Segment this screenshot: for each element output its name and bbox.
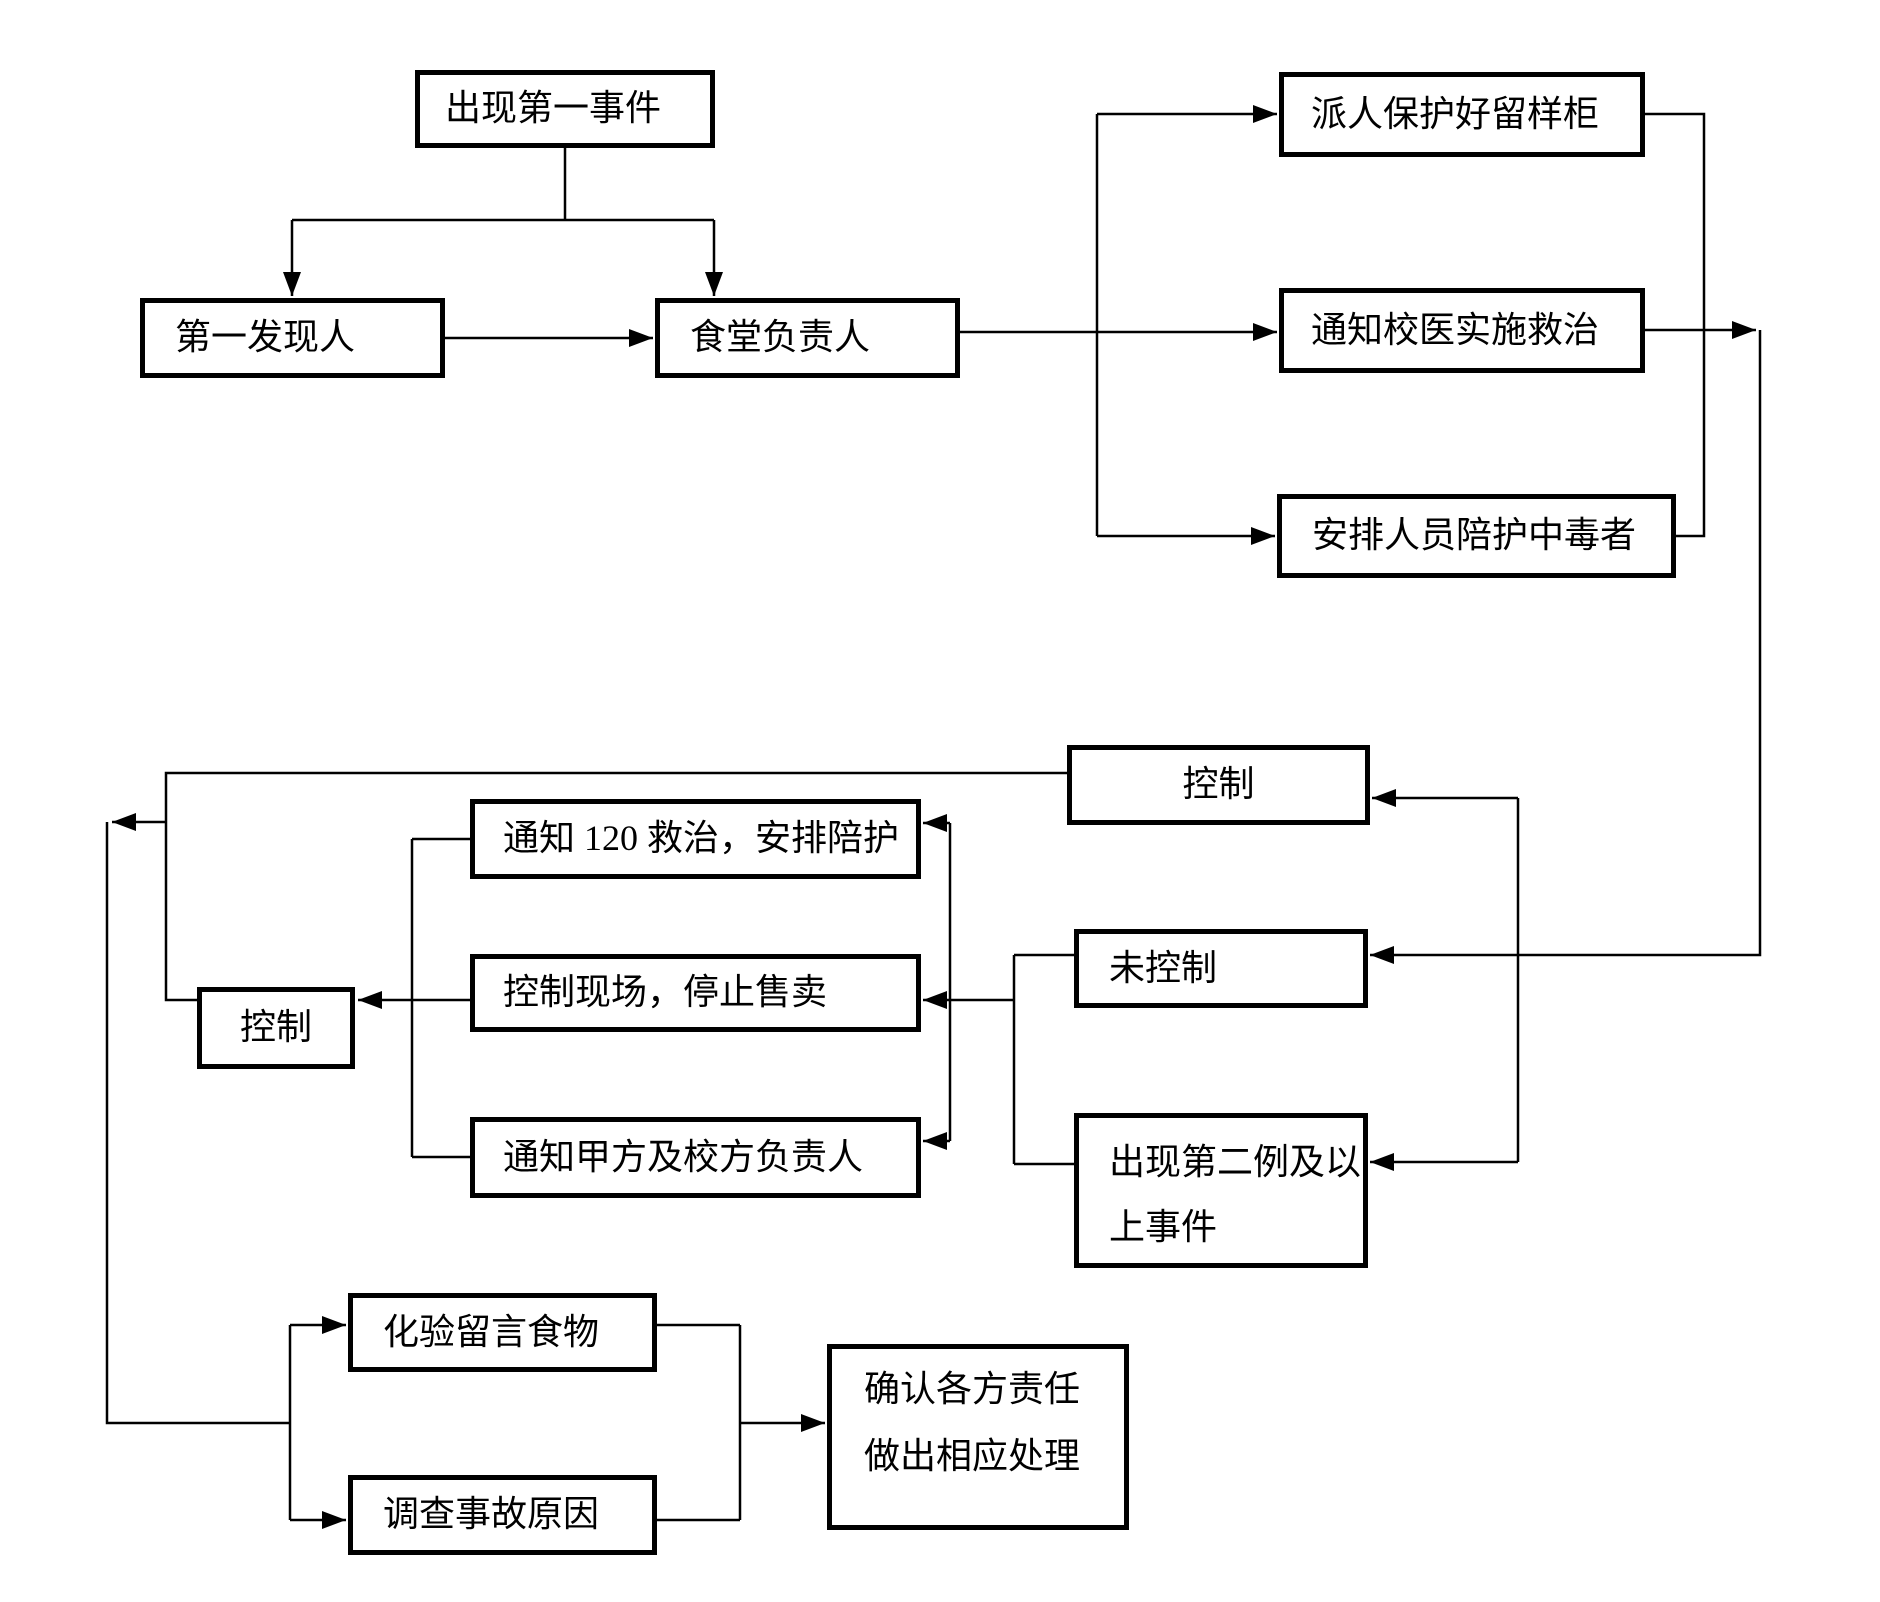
node-first-finder-label: 第一发现人	[175, 317, 356, 358]
node-first-finder: 第一发现人	[140, 298, 445, 378]
node-notify-120: 通知 120 救治，安排陪护	[470, 799, 921, 879]
node-investigate-cause: 调查事故原因	[348, 1475, 657, 1555]
node-canteen-manager: 食堂负责人	[655, 298, 960, 378]
node-start: 出现第一事件	[415, 70, 715, 148]
node-controlled-small-label: 控制	[239, 1007, 312, 1048]
node-controlled-small: 控制	[197, 987, 355, 1069]
node-start-label: 出现第一事件	[445, 88, 662, 129]
node-canteen-manager-label: 食堂负责人	[690, 317, 871, 358]
node-protect-samples: 派人保护好留样柜	[1279, 72, 1645, 157]
connector-collect-right	[1645, 112, 1706, 538]
node-confirm-resolution-line2: 做出相应处理	[864, 1436, 1081, 1477]
node-controlled: 控制	[1067, 745, 1370, 825]
node-accompany-victim-label: 安排人员陪护中毒者	[1312, 515, 1637, 556]
node-control-scene-label: 控制现场，停止售卖	[503, 972, 828, 1013]
node-confirm-resolution: 确认各方责任 做出相应处理	[827, 1344, 1129, 1530]
connector-left-descent	[105, 822, 290, 1425]
node-confirm-resolution-line1: 确认各方责任	[864, 1369, 1081, 1409]
node-controlled-label: 控制	[1182, 764, 1255, 805]
node-accompany-victim: 安排人员陪护中毒者	[1277, 494, 1676, 578]
node-notify-120-label: 通知 120 救治，安排陪护	[503, 818, 900, 859]
node-second-case-line1: 出现第二例及以	[1109, 1142, 1362, 1182]
node-second-case: 出现第二例及以 上事件	[1074, 1113, 1368, 1268]
node-test-food-label: 化验留言食物	[383, 1311, 600, 1352]
node-second-case-line2: 上事件	[1109, 1207, 1218, 1248]
node-notify-doctor: 通知校医实施救治	[1279, 288, 1645, 373]
node-control-scene: 控制现场，停止售卖	[470, 954, 921, 1032]
node-test-food: 化验留言食物	[348, 1293, 657, 1372]
node-investigate-cause-label: 调查事故原因	[383, 1494, 600, 1535]
node-notify-parties-label: 通知甲方及校方负责人	[503, 1136, 864, 1177]
node-protect-samples-label: 派人保护好留样柜	[1311, 93, 1600, 134]
node-not-controlled-label: 未控制	[1109, 947, 1218, 988]
node-notify-doctor-label: 通知校医实施救治	[1311, 309, 1600, 350]
node-not-controlled: 未控制	[1074, 929, 1368, 1008]
connector-descent-to-not-controlled	[1370, 330, 1762, 964]
node-notify-parties: 通知甲方及校方负责人	[470, 1117, 921, 1198]
